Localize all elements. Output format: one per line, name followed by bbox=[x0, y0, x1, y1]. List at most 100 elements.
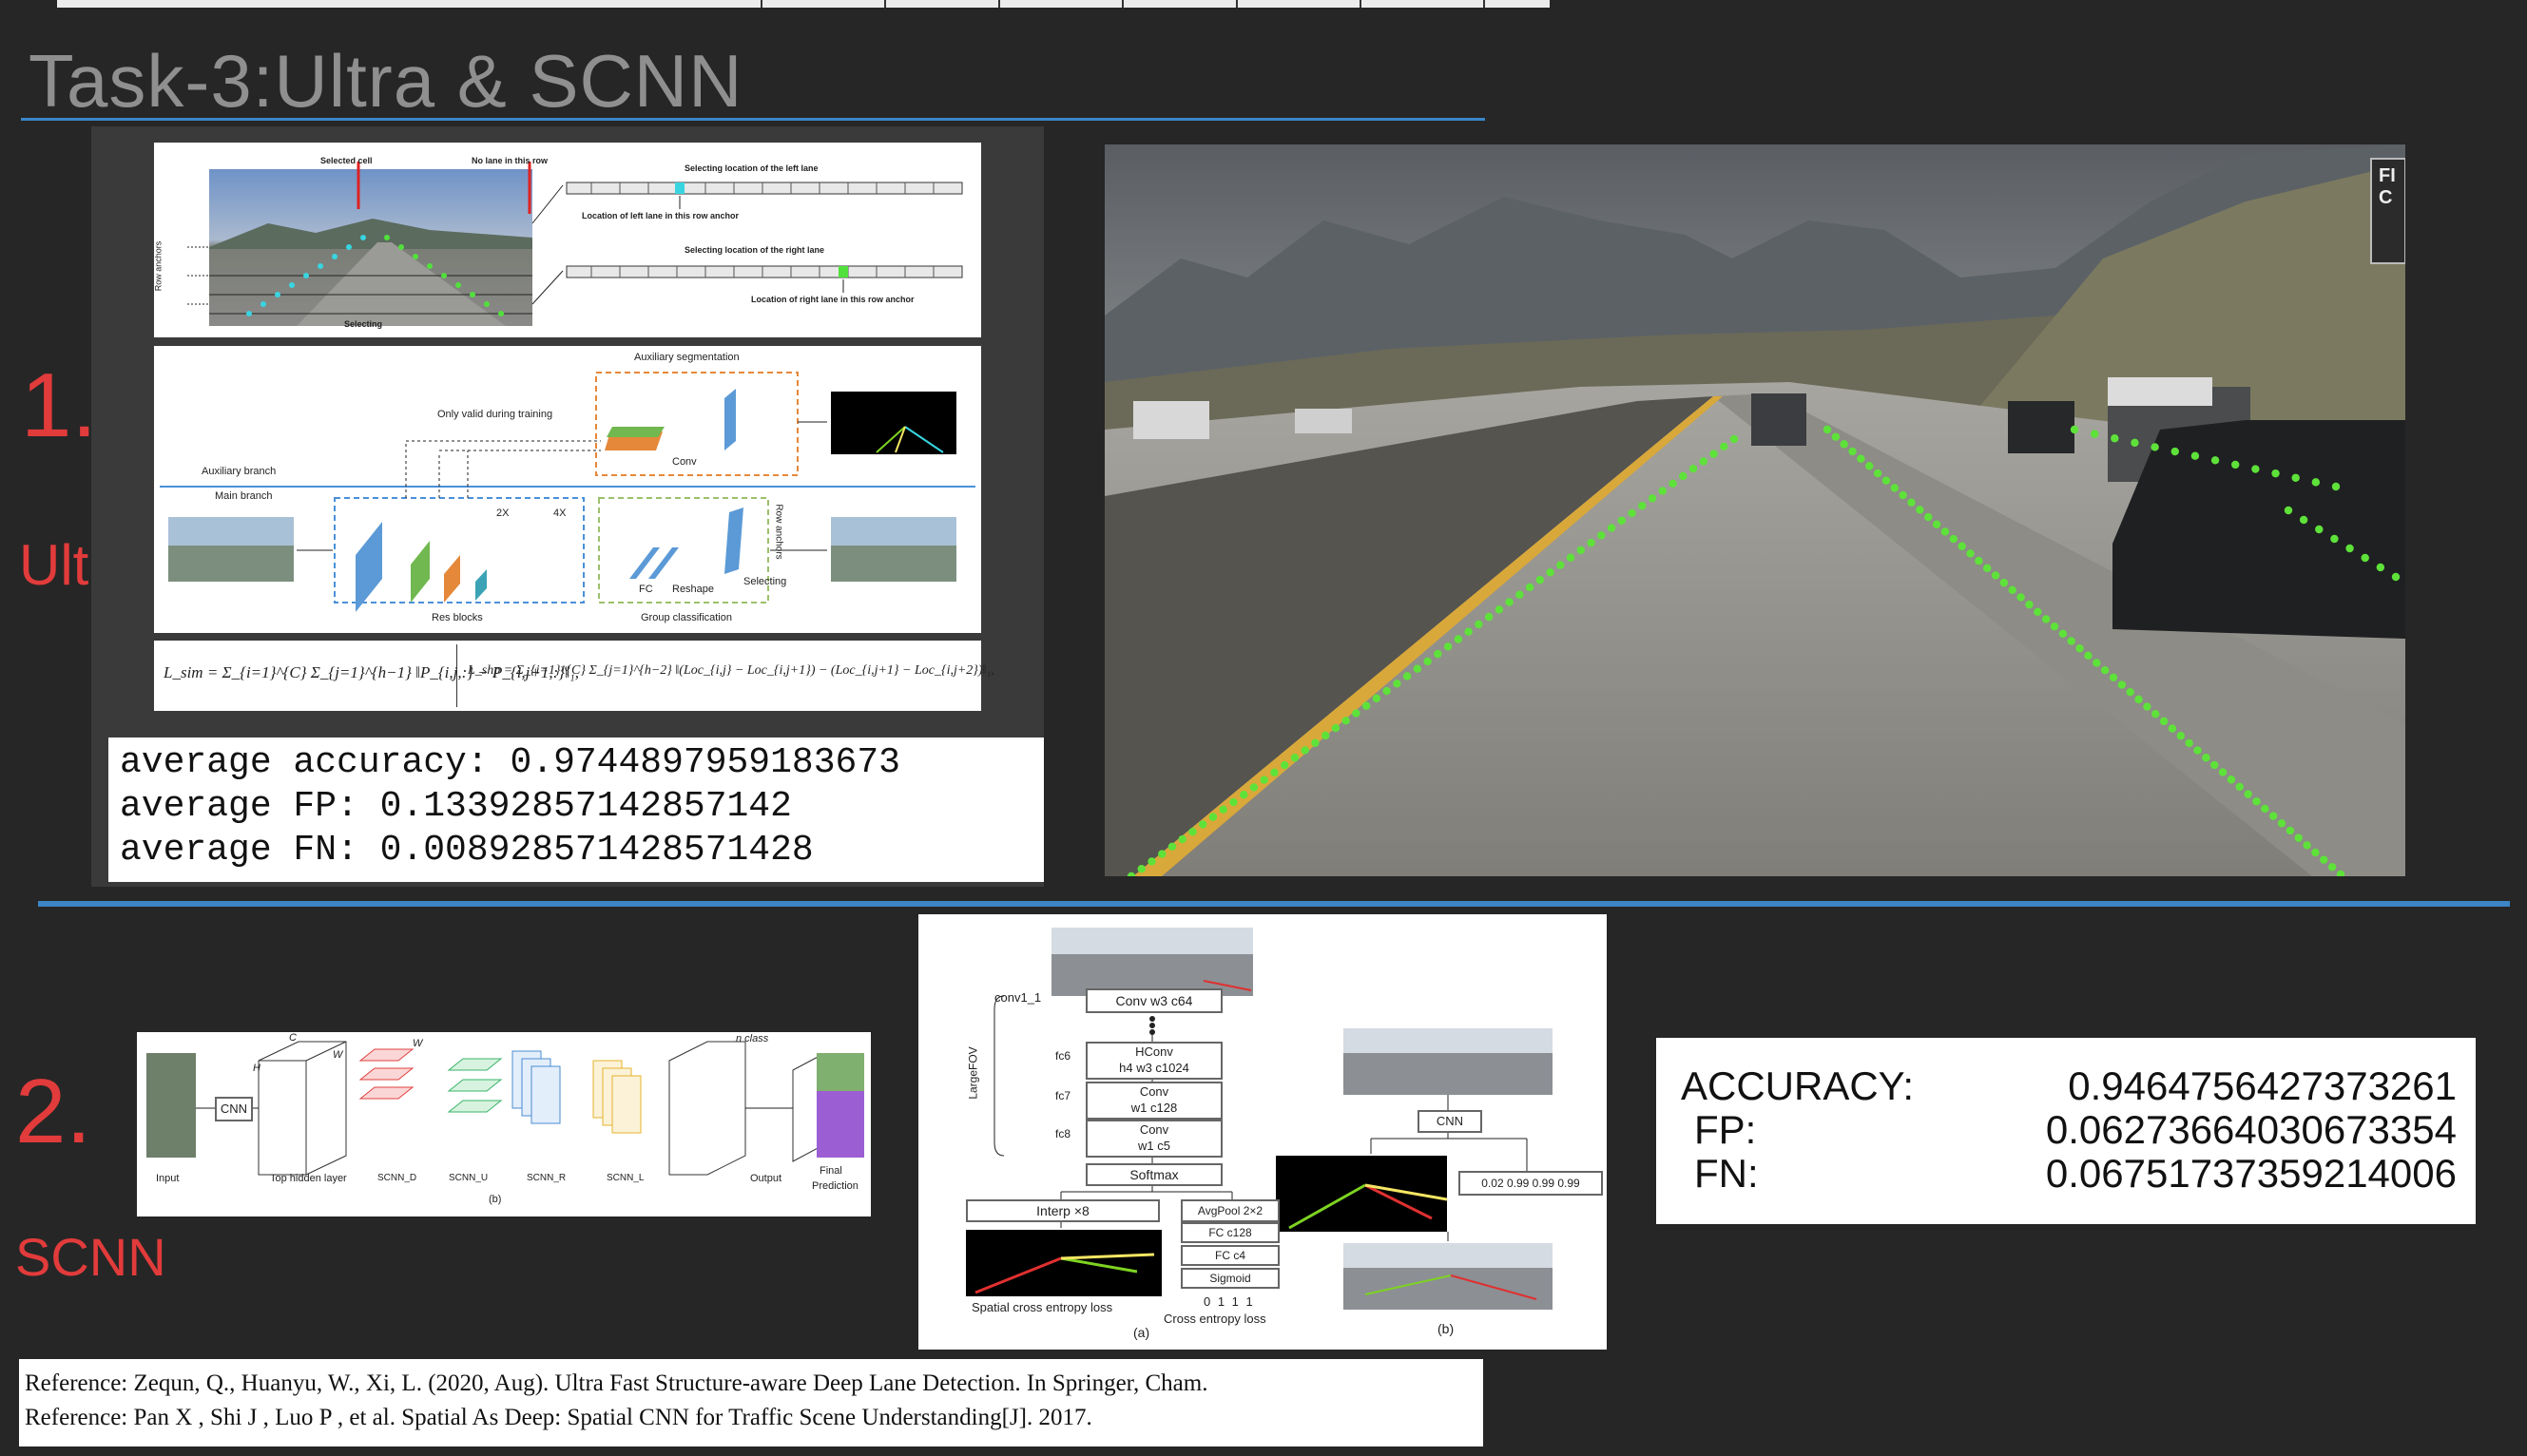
lane-point bbox=[1982, 564, 1992, 572]
row-anchor-diagram bbox=[187, 162, 963, 326]
label-row-anchors: Row anchors bbox=[153, 240, 164, 292]
lane-point bbox=[2294, 833, 2303, 842]
label-selected-cell: Selected cell bbox=[320, 156, 373, 165]
section2-number: 2. bbox=[15, 1061, 92, 1162]
lane-point bbox=[1924, 512, 1933, 522]
label-largefov: LargeFOV bbox=[966, 1046, 980, 1100]
lane-point bbox=[1720, 442, 1728, 450]
lane-point bbox=[2168, 724, 2177, 733]
lane-point bbox=[2311, 478, 2321, 487]
ultra-row-anchor-figure: Selected cell No lane in this row Row an… bbox=[153, 143, 981, 337]
lane-point bbox=[1597, 531, 1606, 540]
detected-lane-points bbox=[1127, 425, 2401, 876]
label-aux-seg: Auxiliary segmentation bbox=[634, 352, 740, 363]
lane-point bbox=[2345, 544, 2354, 553]
lane-point bbox=[2100, 665, 2110, 675]
lane-point bbox=[2284, 506, 2293, 515]
lane-point bbox=[2268, 812, 2278, 820]
lane-point bbox=[1413, 664, 1422, 673]
lane-point bbox=[1729, 434, 1739, 444]
scnn-metrics-box: ACCURACY: 0.9464756427373261 FP: 0.06273… bbox=[1656, 1038, 2476, 1224]
reference-2: Reference: Pan X , Shi J , Luo P , et al… bbox=[25, 1405, 1092, 1430]
lane-point bbox=[1709, 450, 1718, 458]
lane-point bbox=[2190, 451, 2200, 460]
ultra-fp: average FP: 0.13392857142857142 bbox=[120, 786, 792, 827]
lane-point bbox=[1857, 454, 1865, 463]
label-prediction: Prediction bbox=[812, 1180, 858, 1192]
scnn-accuracy-label: ACCURACY: bbox=[1681, 1063, 1915, 1108]
lane-point bbox=[2070, 425, 2079, 434]
box-avgpool: AvgPool 2×2 bbox=[1181, 1199, 1280, 1222]
lane-point bbox=[1958, 542, 1966, 550]
caption-b-right: (b) bbox=[1437, 1321, 1455, 1336]
ultra-accuracy: average accuracy: 0.9744897959183673 bbox=[120, 742, 900, 783]
ultra-metrics-box: average accuracy: 0.9744897959183673 ave… bbox=[108, 738, 1044, 882]
lane-point bbox=[2025, 600, 2034, 609]
lane-point bbox=[1831, 432, 1841, 441]
lane-point bbox=[1127, 872, 1136, 876]
lane-point bbox=[1208, 813, 1218, 821]
lane-point bbox=[2093, 659, 2101, 667]
label-scnn-l: SCNN_L bbox=[607, 1173, 645, 1183]
ultra-fn: average FN: 0.008928571428571428 bbox=[120, 830, 814, 871]
caption-a: (a) bbox=[1133, 1325, 1150, 1340]
label-2x: 2X bbox=[496, 508, 510, 519]
scnn-fn-label: FN: bbox=[1694, 1151, 1759, 1196]
box-probs: 0.02 0.99 0.99 0.99 bbox=[1458, 1171, 1603, 1196]
label-fc7: fc7 bbox=[1055, 1089, 1071, 1102]
lane-point bbox=[1658, 487, 1667, 495]
lane-point bbox=[1178, 834, 1186, 844]
lane-point bbox=[2151, 443, 2159, 451]
lane-point bbox=[1188, 828, 1197, 836]
lane-point bbox=[1556, 561, 1565, 569]
lane-point bbox=[1495, 605, 1504, 614]
lane-point bbox=[2134, 695, 2143, 704]
lane-point bbox=[1148, 857, 1156, 866]
label-group-cls: Group classification bbox=[641, 612, 732, 623]
lane-point bbox=[1270, 768, 1279, 777]
scnn-diagram bbox=[146, 1041, 864, 1176]
lane-point bbox=[1515, 590, 1524, 599]
lane-point bbox=[2090, 430, 2099, 438]
scnn-fp-label: FP: bbox=[1694, 1107, 1757, 1152]
lane-point bbox=[1423, 657, 1432, 666]
lane-point bbox=[2050, 622, 2059, 631]
reference-1: Reference: Zequn, Q., Huanyu, W., Xi, L.… bbox=[25, 1370, 1208, 1396]
references-box: Reference: Zequn, Q., Huanyu, W., Xi, L.… bbox=[19, 1359, 1483, 1446]
lane-point bbox=[1464, 627, 1473, 636]
lane-point bbox=[2131, 438, 2139, 448]
box-fc4: FC c4 bbox=[1181, 1245, 1280, 1266]
scnn-fn-row: FN: 0.06751737359214006 bbox=[1681, 1152, 2457, 1196]
lane-point bbox=[1301, 746, 1309, 755]
lane-point bbox=[1361, 701, 1371, 710]
lane-point bbox=[2252, 797, 2261, 806]
box-interp: Interp ×8 bbox=[966, 1199, 1160, 1222]
lane-point bbox=[2176, 732, 2186, 740]
lane-point bbox=[1137, 865, 1146, 873]
section1-number: 1. bbox=[21, 354, 98, 456]
lane-point bbox=[1628, 508, 1636, 518]
lane-point bbox=[2210, 456, 2220, 465]
box-conv-w3-c64: Conv w3 c64 bbox=[1086, 988, 1223, 1013]
lane-point bbox=[2251, 465, 2260, 473]
label-output: Output bbox=[750, 1173, 782, 1184]
label-fc6: fc6 bbox=[1055, 1049, 1071, 1063]
label-h: H bbox=[253, 1063, 260, 1074]
label-scnn-u: SCNN_U bbox=[449, 1173, 489, 1183]
label-w: W bbox=[333, 1049, 343, 1061]
lane-point bbox=[2271, 469, 2280, 478]
label-4x: 4X bbox=[553, 508, 567, 519]
label-bits: 0 1 1 1 bbox=[1204, 1294, 1255, 1309]
box-hconv: HConv h4 w3 c1024 bbox=[1086, 1042, 1223, 1080]
lane-point bbox=[1454, 635, 1463, 643]
lane-point bbox=[1840, 440, 1848, 449]
lane-point bbox=[2315, 525, 2324, 534]
lane-point bbox=[1311, 738, 1320, 747]
label-res-blocks: Res blocks bbox=[432, 612, 483, 623]
lane-point bbox=[2126, 687, 2134, 697]
label-reshape: Reshape bbox=[672, 584, 715, 595]
lane-point bbox=[2111, 434, 2119, 443]
section2-label: SCNN bbox=[15, 1227, 166, 1287]
lane-point bbox=[2159, 717, 2169, 726]
lane-point bbox=[1249, 783, 1259, 792]
